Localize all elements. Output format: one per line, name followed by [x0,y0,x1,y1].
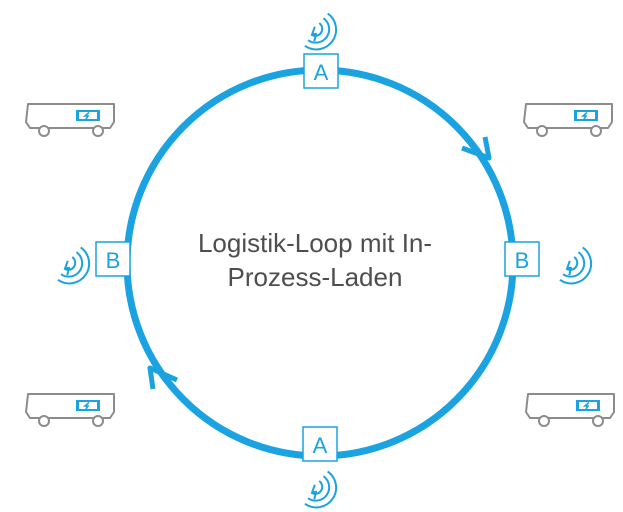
direction-arrow-icon [147,365,179,390]
station-a-top-label: A [314,60,329,85]
agv-vehicle-icon [25,393,115,427]
agv-vehicle-icon [523,103,613,137]
wireless-charging-icon [52,245,94,287]
agv-vehicle-icon [525,393,615,427]
station-b-left: B [95,241,131,277]
diagram-title-line-2: Prozess-Laden [227,262,403,292]
station-a-bottom-label: A [313,433,328,458]
direction-arrow-icon [461,136,492,161]
station-a-top: A [303,53,339,89]
diagram-title-line-1: Logistik-Loop mit In- [197,228,433,258]
diagram-title: Logistik-Loop mit In- Prozess-Laden [150,226,480,294]
wireless-charging-icon [299,11,341,53]
agv-vehicle-icon [25,103,115,137]
station-b-right-label: B [515,248,530,273]
wireless-charging-icon [299,469,341,511]
station-a-bottom: A [302,426,338,462]
station-b-right: B [504,241,540,277]
wireless-charging-icon [554,245,596,287]
station-b-left-label: B [106,248,121,273]
